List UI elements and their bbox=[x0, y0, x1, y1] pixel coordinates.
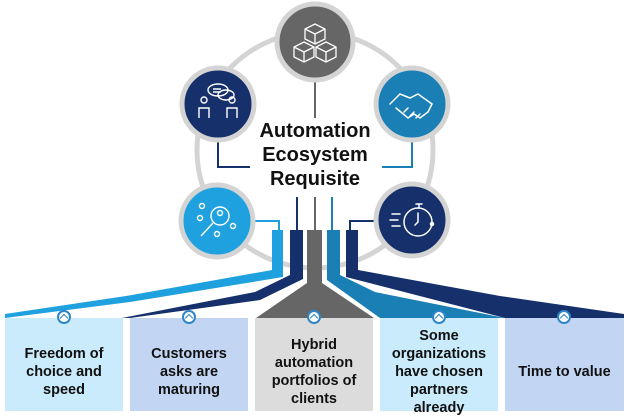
box-freedom-of-choice: Freedom of choice and speed bbox=[5, 318, 123, 411]
chevron-up-icon bbox=[307, 310, 321, 324]
hub-people-search bbox=[178, 182, 256, 260]
box-hybrid-automation: Hybrid automation portfolios of clients bbox=[255, 318, 373, 411]
chevron-up-icon bbox=[182, 310, 196, 324]
cubes-icon bbox=[293, 23, 337, 63]
hub-stopwatch bbox=[373, 181, 451, 259]
connector-left-top bbox=[217, 142, 250, 168]
people-search-icon bbox=[196, 202, 237, 238]
connector-right-top bbox=[382, 142, 413, 168]
ribbon-4 bbox=[327, 230, 505, 318]
box-label: Customers asks are maturing bbox=[151, 345, 227, 398]
chat-people-icon bbox=[198, 83, 238, 118]
ribbon-2 bbox=[122, 230, 303, 318]
chevron-up-icon bbox=[57, 310, 71, 324]
ribbon-5 bbox=[346, 230, 624, 318]
handshake-icon bbox=[389, 93, 433, 119]
ribbon-3 bbox=[256, 230, 374, 318]
hub-conversation bbox=[179, 65, 257, 143]
stopwatch-icon bbox=[389, 203, 435, 237]
box-time-to-value: Time to value bbox=[505, 318, 624, 411]
hub-cubes bbox=[274, 1, 356, 83]
title-line-1: Automation bbox=[259, 120, 371, 142]
connector-left-bottom bbox=[250, 220, 280, 232]
chevron-up-icon bbox=[557, 310, 571, 324]
chevron-up-icon bbox=[432, 310, 446, 324]
box-label: Freedom of choice and speed bbox=[24, 345, 104, 398]
title-line-2: Ecosystem bbox=[262, 144, 368, 166]
hub-handshake bbox=[373, 65, 451, 143]
title-line-3: Requisite bbox=[269, 168, 361, 190]
box-partners: Some organizations have chosen partners … bbox=[380, 318, 498, 416]
box-label: Time to value bbox=[518, 363, 611, 380]
box-customers-asks: Customers asks are maturing bbox=[130, 318, 248, 411]
connector-right-bottom bbox=[349, 220, 380, 232]
box-label: Hybrid automation portfolios of clients bbox=[271, 336, 357, 407]
box-label: Some organizations have chosen partners … bbox=[391, 327, 487, 416]
